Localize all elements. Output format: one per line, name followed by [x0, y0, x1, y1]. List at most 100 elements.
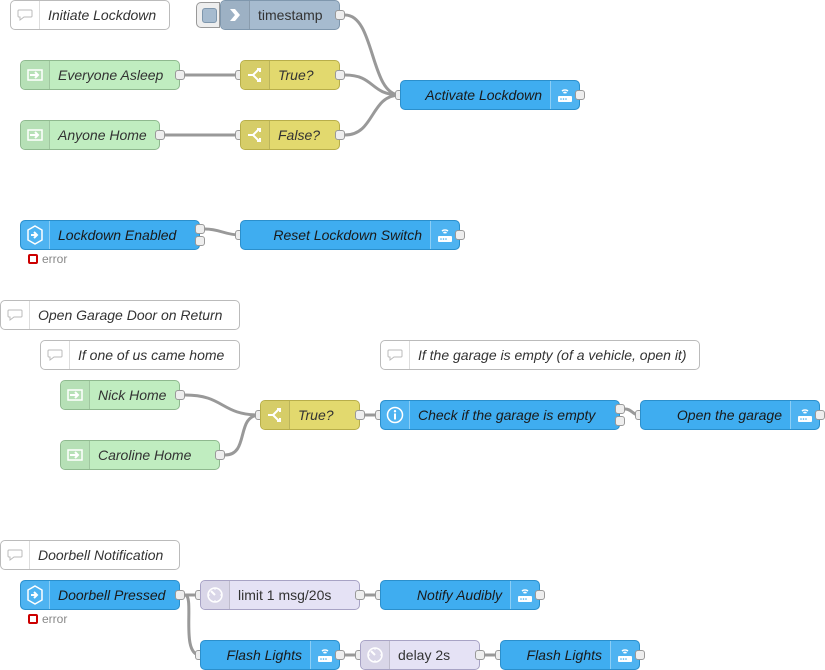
router-icon	[550, 81, 579, 109]
comment-open-garage[interactable]: Open Garage Door on Return	[0, 300, 240, 330]
switch-fork-icon	[241, 121, 270, 149]
output-port[interactable]	[335, 10, 345, 20]
speech-bubble-icon	[11, 1, 40, 29]
node-label: True?	[278, 67, 314, 83]
output-port[interactable]	[335, 130, 345, 140]
output-port[interactable]	[815, 410, 825, 420]
node-label: delay 2s	[398, 647, 451, 663]
hexagon-arrow-icon	[21, 581, 50, 609]
switch-fork-icon	[241, 61, 270, 89]
output-port-1[interactable]	[195, 224, 205, 234]
node-status: error	[28, 252, 67, 266]
comment-doorbell-notification[interactable]: Doorbell Notification	[0, 540, 180, 570]
service-node-flash-lights-2[interactable]: Flash Lights	[500, 640, 640, 670]
arrow-into-box-icon	[61, 441, 90, 469]
node-label: Caroline Home	[98, 447, 192, 463]
service-node-reset-lockdown-switch[interactable]: Reset Lockdown Switch	[240, 220, 460, 250]
output-port[interactable]	[335, 70, 345, 80]
inject-node-timestamp[interactable]: timestamp	[220, 0, 340, 30]
wire	[183, 393, 262, 417]
event-node-doorbell-pressed[interactable]: Doorbell Pressed	[20, 580, 180, 610]
hexagon-arrow-icon	[21, 221, 50, 249]
comment-label: If one of us came home	[78, 347, 225, 363]
output-port[interactable]	[475, 650, 485, 660]
state-node-everyone-asleep[interactable]: Everyone Asleep	[20, 60, 180, 90]
output-port[interactable]	[535, 590, 545, 600]
node-label: Activate Lockdown	[425, 87, 542, 103]
speech-bubble-icon	[1, 541, 30, 569]
error-indicator	[28, 614, 38, 624]
status-text: error	[42, 612, 68, 626]
delay-node-delay[interactable]: delay 2s	[360, 640, 480, 670]
service-node-flash-lights-1[interactable]: Flash Lights	[200, 640, 340, 670]
wire	[223, 413, 262, 457]
arrow-into-box-icon	[21, 121, 50, 149]
timer-icon	[201, 581, 230, 609]
node-label: Notify Audibly	[416, 587, 502, 603]
router-icon	[310, 641, 339, 669]
event-node-lockdown-enabled[interactable]: Lockdown Enabled	[20, 220, 200, 250]
comment-label: Open Garage Door on Return	[38, 307, 223, 323]
node-label: Lockdown Enabled	[58, 227, 177, 243]
comment-if-one-came-home[interactable]: If one of us came home	[40, 340, 240, 370]
comment-label: Doorbell Notification	[38, 547, 164, 563]
output-port-2[interactable]	[195, 236, 205, 246]
wire	[343, 93, 402, 137]
arrow-right-icon	[221, 1, 250, 29]
node-label: False?	[278, 127, 321, 143]
comment-initiate-lockdown[interactable]: Initiate Lockdown	[10, 0, 170, 30]
current-state-node-check-garage[interactable]: Check if the garage is empty	[380, 400, 620, 430]
output-port[interactable]	[335, 650, 345, 660]
node-label: limit 1 msg/20s	[238, 587, 332, 603]
output-port[interactable]	[175, 590, 185, 600]
node-label: Flash Lights	[226, 647, 302, 663]
switch-node-false[interactable]: False?	[240, 120, 340, 150]
output-port[interactable]	[355, 410, 365, 420]
speech-bubble-icon	[1, 301, 30, 329]
comment-if-garage-empty[interactable]: If the garage is empty (of a vehicle, op…	[380, 340, 700, 370]
output-port[interactable]	[575, 90, 585, 100]
state-node-anyone-home[interactable]: Anyone Home	[20, 120, 160, 150]
node-label: Open the garage	[676, 407, 782, 423]
service-node-open-garage[interactable]: Open the garage	[640, 400, 820, 430]
wire	[343, 13, 402, 97]
delay-node-limit[interactable]: limit 1 msg/20s	[200, 580, 360, 610]
state-node-nick-home[interactable]: Nick Home	[60, 380, 180, 410]
node-label: Doorbell Pressed	[58, 587, 166, 603]
service-node-activate-lockdown[interactable]: Activate Lockdown	[400, 80, 580, 110]
output-port[interactable]	[635, 650, 645, 660]
node-label: timestamp	[258, 7, 323, 23]
output-port-1[interactable]	[615, 404, 625, 414]
timer-icon	[361, 641, 390, 669]
switch-fork-icon	[261, 401, 290, 429]
wire	[343, 73, 402, 97]
arrow-into-box-icon	[61, 381, 90, 409]
speech-bubble-icon	[41, 341, 70, 369]
switch-node-true-1[interactable]: True?	[240, 60, 340, 90]
node-label: Anyone Home	[58, 127, 147, 143]
output-port[interactable]	[355, 590, 365, 600]
output-port[interactable]	[455, 230, 465, 240]
arrow-into-box-icon	[21, 61, 50, 89]
switch-node-true-2[interactable]: True?	[260, 400, 360, 430]
router-icon	[790, 401, 819, 429]
info-icon	[381, 401, 410, 429]
node-label: Everyone Asleep	[58, 67, 164, 83]
state-node-caroline-home[interactable]: Caroline Home	[60, 440, 220, 470]
output-port-2[interactable]	[615, 416, 625, 426]
router-icon	[610, 641, 639, 669]
node-label: Check if the garage is empty	[418, 407, 596, 423]
output-port[interactable]	[155, 130, 165, 140]
output-port[interactable]	[175, 390, 185, 400]
error-indicator	[28, 254, 38, 264]
speech-bubble-icon	[381, 341, 410, 369]
node-label: Flash Lights	[526, 647, 602, 663]
service-node-notify-audibly[interactable]: Notify Audibly	[380, 580, 540, 610]
comment-label: Initiate Lockdown	[48, 7, 157, 23]
router-icon	[430, 221, 459, 249]
output-port[interactable]	[215, 450, 225, 460]
output-port[interactable]	[175, 70, 185, 80]
node-status: error	[28, 612, 67, 626]
inject-trigger-button[interactable]	[196, 2, 220, 28]
node-label: True?	[298, 407, 334, 423]
